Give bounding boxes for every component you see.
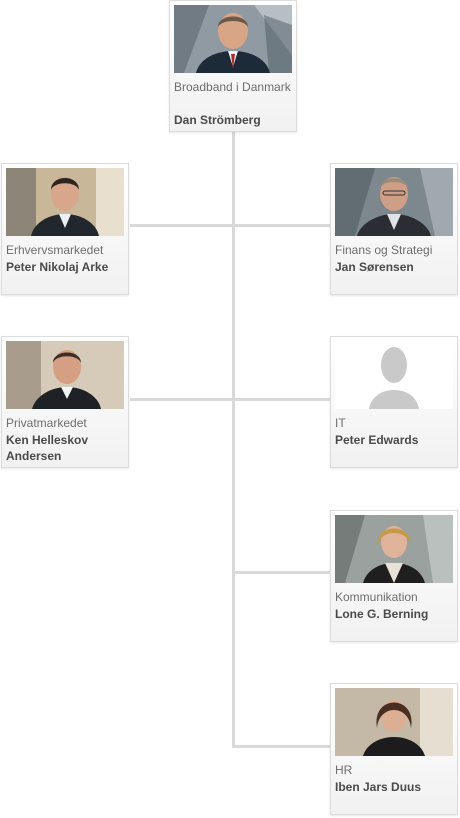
person-photo bbox=[6, 168, 124, 236]
person-name: Iben Jars Duus bbox=[335, 780, 422, 794]
person-photo bbox=[6, 341, 124, 409]
department-label: Privatmarkedet bbox=[6, 416, 87, 430]
person-name: Ken Helleskov Andersen bbox=[6, 433, 89, 463]
person-photo bbox=[335, 688, 453, 756]
connector-kommunikation bbox=[234, 571, 330, 574]
connector-it bbox=[234, 398, 330, 401]
connector-erhvervsmarkedet bbox=[130, 224, 234, 227]
connector-privatmarkedet bbox=[130, 398, 234, 401]
department-label: Kommunikation bbox=[335, 590, 418, 604]
department-label: Erhvervsmarkedet bbox=[6, 243, 104, 257]
connector-finans-og-strategi bbox=[234, 224, 330, 227]
org-card-dan-stromberg[interactable]: Broadband i Danmark Dan Strömberg bbox=[169, 0, 297, 132]
connector-hr bbox=[234, 745, 330, 748]
org-card-iben-jars-duus[interactable]: HR Iben Jars Duus bbox=[330, 683, 458, 815]
person-photo bbox=[335, 515, 453, 583]
person-name: Dan Strömberg bbox=[174, 113, 261, 127]
person-name: Peter Nikolaj Arke bbox=[6, 260, 109, 274]
org-card-jan-sorensen[interactable]: Finans og Strategi Jan Sørensen bbox=[330, 163, 458, 295]
org-card-peter-nikolaj-arke[interactable]: Erhvervsmarkedet Peter Nikolaj Arke bbox=[1, 163, 129, 295]
department-label: IT bbox=[335, 416, 346, 430]
placeholder-silhouette-icon bbox=[335, 341, 453, 409]
org-card-ken-helleskov-andersen[interactable]: Privatmarkedet Ken Helleskov Andersen bbox=[1, 336, 129, 468]
person-name: Jan Sørensen bbox=[335, 260, 414, 274]
person-photo bbox=[174, 5, 292, 73]
trunk-connector bbox=[232, 132, 235, 748]
person-name: Lone G. Berning bbox=[335, 607, 429, 621]
org-card-lone-g-berning[interactable]: Kommunikation Lone G. Berning bbox=[330, 510, 458, 642]
department-label: Finans og Strategi bbox=[335, 243, 433, 257]
org-card-peter-edwards[interactable]: IT Peter Edwards bbox=[330, 336, 458, 468]
person-name: Peter Edwards bbox=[335, 433, 419, 447]
department-label: HR bbox=[335, 763, 353, 777]
person-photo bbox=[335, 168, 453, 236]
department-label: Broadband i Danmark bbox=[174, 80, 291, 94]
